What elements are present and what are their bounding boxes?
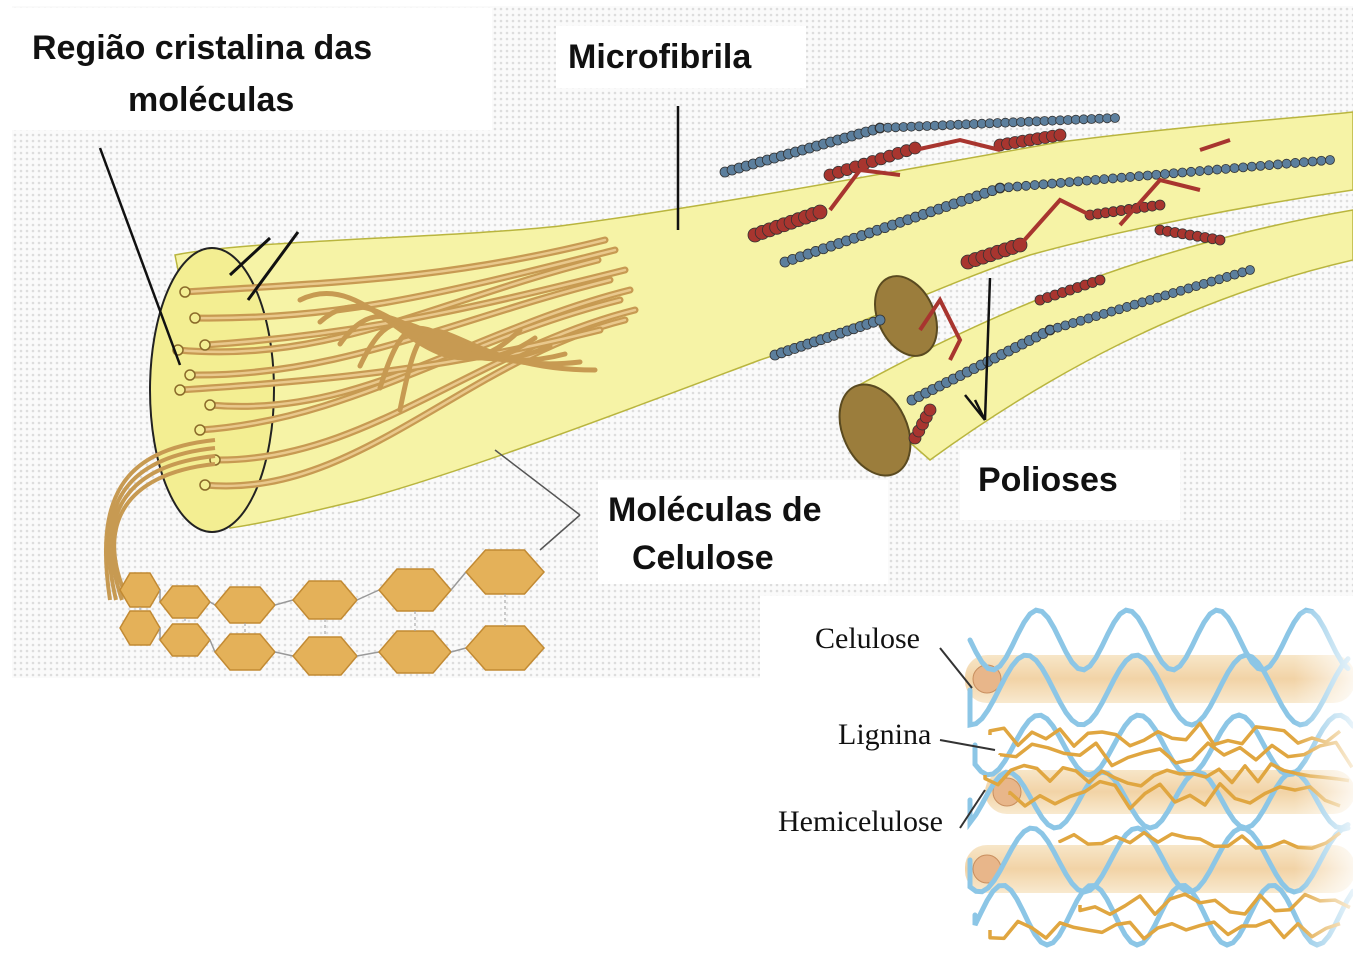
polyose-bead xyxy=(1143,171,1152,180)
lignin-label: Lignina xyxy=(838,718,931,752)
polyose-bead xyxy=(1247,162,1256,171)
polyose-bead xyxy=(1265,161,1274,170)
polyoses-text: Polioses xyxy=(978,458,1118,502)
strand-end xyxy=(180,287,190,297)
polyose-bead xyxy=(1299,158,1308,167)
microfibril-label: Microfibrila xyxy=(556,26,806,88)
polyose-bead xyxy=(1111,114,1120,123)
polyose-bead xyxy=(1239,163,1248,172)
polyose-bead xyxy=(996,184,1005,193)
hemicellulose-label: Hemicelulose xyxy=(778,805,943,839)
crystalline-region-line1: Região cristalina das xyxy=(32,26,372,70)
polyose-bead xyxy=(875,315,885,325)
strand-end xyxy=(200,340,210,350)
polyose-bead xyxy=(1195,167,1204,176)
polyose-bead xyxy=(1161,170,1170,179)
polyose-bead xyxy=(1030,181,1039,190)
lignocellulose-diagram xyxy=(940,610,1353,953)
strand-end xyxy=(200,480,210,490)
polyose-bead xyxy=(1056,178,1065,187)
crystalline-region-line2: moléculas xyxy=(128,78,294,122)
strand-end xyxy=(205,400,215,410)
strand-end xyxy=(190,313,200,323)
polyose-bead xyxy=(1039,180,1048,189)
polyose-bead xyxy=(813,205,827,219)
strand-end xyxy=(195,425,205,435)
polyose-bead xyxy=(1091,175,1100,184)
crystalline-region-label: Região cristalina das moléculas xyxy=(12,8,492,130)
cellulose-molecules-label: Moléculas de Celulose xyxy=(598,480,888,584)
polyose-bead xyxy=(1155,200,1165,210)
polyose-bead xyxy=(1317,156,1326,165)
polyose-bead xyxy=(1082,176,1091,185)
polyose-bead xyxy=(1169,169,1178,178)
polyose-bead xyxy=(1291,158,1300,167)
strand-end xyxy=(175,385,185,395)
polyose-bead xyxy=(1095,275,1105,285)
polyose-bead xyxy=(924,404,936,416)
polyose-bead xyxy=(1256,161,1265,170)
polyose-bead xyxy=(1108,174,1117,183)
polyose-bead xyxy=(1273,160,1282,169)
polyose-bead xyxy=(1126,172,1135,181)
polyose-bead xyxy=(1215,235,1225,245)
cellulose-molecules-line1: Moléculas de xyxy=(608,488,822,532)
polyose-bead xyxy=(1246,266,1255,275)
microfibril-text: Microfibrila xyxy=(568,35,751,79)
cellulose-label: Celulose xyxy=(815,622,920,656)
polyose-bead xyxy=(1100,175,1109,184)
polyose-bead xyxy=(1004,183,1013,192)
polyose-bead xyxy=(1117,173,1126,182)
polyose-bead xyxy=(1074,177,1083,186)
polyose-bead xyxy=(1178,168,1187,177)
polyose-bead xyxy=(1282,159,1291,168)
cellulose-molecules-line2: Celulose xyxy=(632,536,774,580)
polyose-bead xyxy=(1230,164,1239,173)
polyose-bead xyxy=(1308,157,1317,166)
polyose-bead xyxy=(1013,182,1022,191)
polyose-bead xyxy=(1326,156,1335,165)
polyose-bead xyxy=(1048,179,1057,188)
polyose-bead xyxy=(1204,166,1213,175)
polyose-bead xyxy=(1054,129,1066,141)
polyose-bead xyxy=(1022,181,1031,190)
polyoses-label: Polioses xyxy=(960,450,1180,520)
strand-end xyxy=(185,370,195,380)
polyose-bead xyxy=(1065,178,1074,187)
polyose-bead xyxy=(1134,172,1143,181)
polyose-bead xyxy=(1213,165,1222,174)
polyose-bead xyxy=(1187,167,1196,176)
polyose-bead xyxy=(1221,164,1230,173)
